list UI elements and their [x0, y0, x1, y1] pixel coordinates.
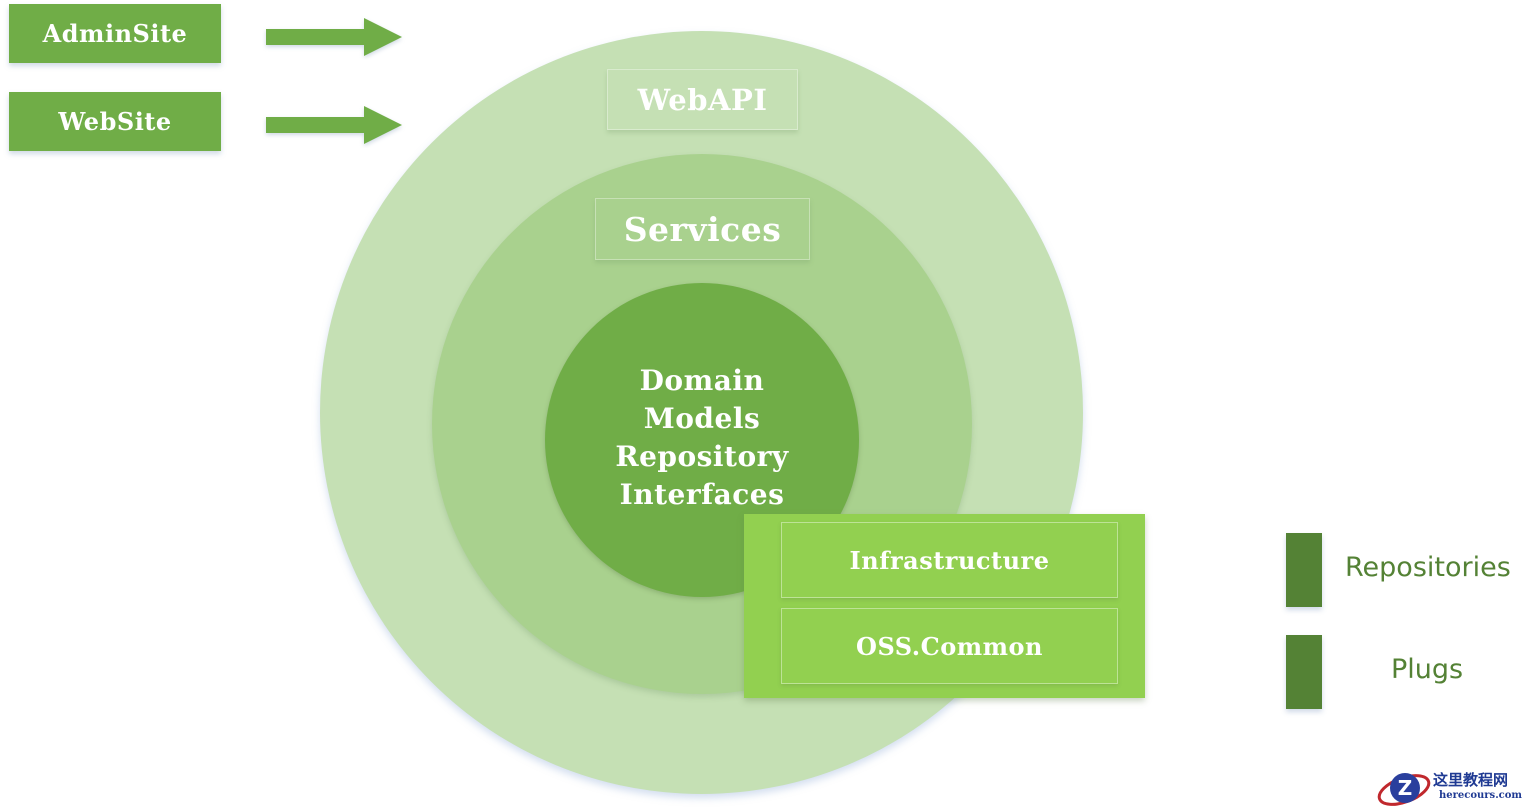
watermark: Z 这里教程网 herecours.com: [1376, 767, 1523, 809]
core-line: Domain: [639, 364, 765, 397]
core-line: Models: [643, 402, 761, 435]
legend-label-plugs: Plugs: [1391, 654, 1464, 685]
watermark-site: herecours.com: [1439, 790, 1523, 801]
client-label: AdminSite: [42, 19, 188, 48]
legend-label-repositories: Repositories: [1345, 552, 1511, 583]
arrow-right-icon: [266, 106, 402, 144]
watermark-logo-icon: Z: [1377, 773, 1431, 806]
legend-swatch-repositories: [1286, 533, 1322, 607]
services-label-box: Services: [595, 198, 810, 260]
arrow-right-icon: [266, 18, 402, 56]
svg-text:Z: Z: [1398, 776, 1413, 800]
watermark-title: 这里教程网: [1433, 771, 1509, 789]
plug-label: Infrastructure: [849, 545, 1050, 575]
plug-label: OSS.Common: [856, 631, 1043, 661]
webapi-label-box: WebAPI: [607, 69, 798, 130]
client-label: WebSite: [58, 107, 172, 136]
core-line: Interfaces: [619, 478, 785, 511]
client-box-adminsite: AdminSite: [9, 4, 221, 63]
legend-swatch-plugs: [1286, 635, 1322, 709]
webapi-label: WebAPI: [637, 82, 768, 117]
core-line: Repository: [615, 440, 789, 473]
plug-item-infrastructure: Infrastructure: [781, 522, 1118, 598]
client-box-website: WebSite: [9, 92, 221, 151]
services-label: Services: [623, 209, 782, 249]
plug-panel: Infrastructure OSS.Common: [744, 514, 1145, 698]
plug-item-oss-common: OSS.Common: [781, 608, 1118, 684]
domain-core-text: Domain Models Repository Interfaces: [560, 362, 844, 514]
